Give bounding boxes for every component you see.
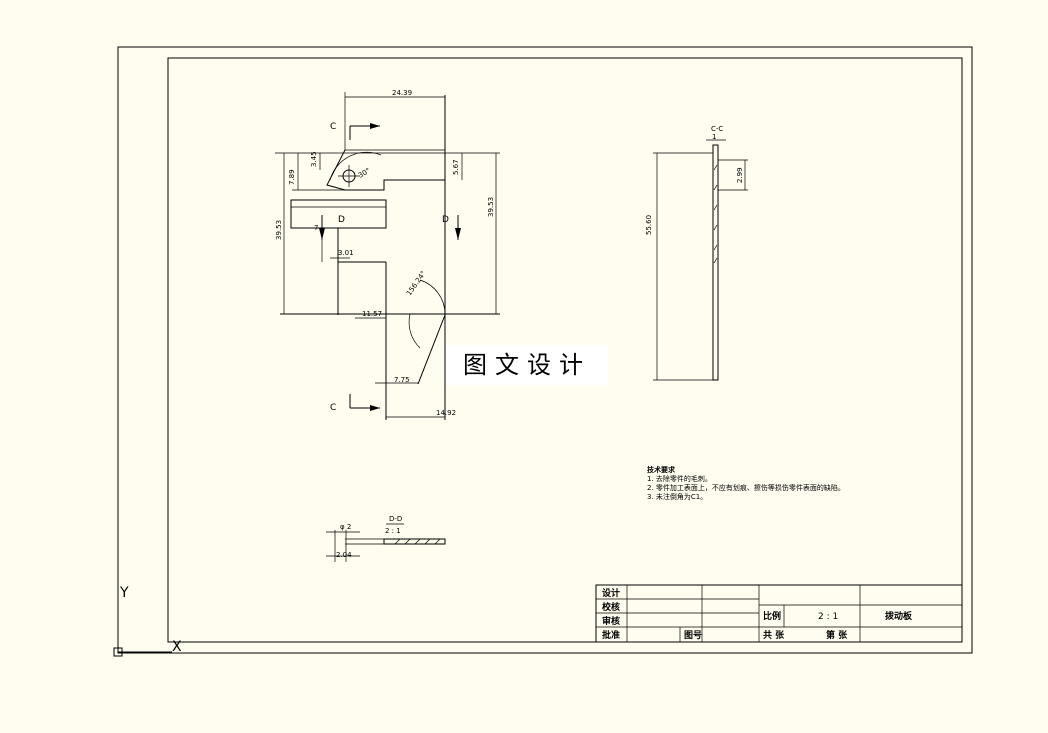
tech-notes: 技术要求 1. 去除零件的毛刺。 2. 零件加工表面上，不应有划痕、擦伤等损伤零…: [647, 465, 845, 501]
main-view[interactable]: C C D D 24.39 3.45 7.89 30° 5.67 39.53 3…: [275, 89, 500, 420]
section-c-top-label: C: [330, 122, 336, 132]
dim-156-24: 156.24°: [405, 270, 428, 298]
dim-1: 1: [712, 133, 716, 141]
dim-7-75: 7.75: [394, 376, 410, 384]
section-c-c-view[interactable]: C-C 55.60 2.99 1: [645, 125, 748, 381]
dim-2-04: 2.04: [336, 551, 352, 559]
dim-39-53-right: 39.53: [487, 197, 495, 217]
dim-7-89: 7.89: [288, 169, 296, 185]
dd-scale: 2 : 1: [385, 527, 401, 535]
dim-3-01: 3.01: [338, 249, 354, 257]
dim-11-57: 11.57: [362, 310, 382, 318]
tech-notes-line1: 1. 去除零件的毛刺。: [647, 474, 712, 483]
tb-design-label: 设计: [602, 587, 620, 599]
dim-phi-2: φ 2: [340, 523, 351, 531]
section-d-left-label: D: [338, 215, 345, 225]
tb-page-label: 第 张: [826, 629, 848, 641]
dd-title: D-D: [389, 515, 402, 523]
dim-7: 7: [314, 224, 318, 232]
dim-14-92: 14.92: [436, 409, 456, 417]
dim-2-99: 2.99: [736, 167, 744, 183]
tb-scale-value: 2 : 1: [818, 612, 838, 622]
ucs-x-label: X: [172, 639, 182, 655]
cc-title: C-C: [711, 125, 723, 133]
dim-30deg: 30°: [357, 167, 372, 180]
tech-notes-title: 技术要求: [647, 465, 676, 474]
dim-55-60: 55.60: [645, 215, 653, 235]
title-block[interactable]: 设计 校核 审核 批准 图号 比例 2 : 1 拨动板 共 张 第 张: [595, 584, 963, 643]
watermark-box: [446, 345, 608, 385]
tb-scale-label: 比例: [763, 610, 781, 622]
watermark-text: 图文设计: [463, 351, 591, 379]
tb-approve-label: 批准: [602, 629, 620, 641]
section-d-d-view[interactable]: D-D 2 : 1 φ 2 2.04: [326, 515, 446, 562]
tb-review-label: 审核: [602, 615, 620, 627]
tech-notes-line2: 2. 零件加工表面上，不应有划痕、擦伤等损伤零件表面的缺陷。: [647, 483, 845, 492]
tb-drawing-no-label: 图号: [684, 630, 702, 641]
dim-24-39: 24.39: [392, 89, 412, 97]
tech-notes-line3: 3. 未注倒角为C1。: [647, 492, 707, 501]
section-d-right-label: D: [442, 215, 449, 225]
ucs-y-label: Y: [119, 585, 129, 601]
ucs-icon: Y X: [113, 585, 182, 657]
dim-5-67: 5.67: [452, 159, 460, 175]
outer-frame: [117, 46, 973, 654]
dim-39-53-left: 39.53: [275, 220, 283, 240]
tb-part-name: 拨动板: [885, 610, 913, 622]
dim-3-45: 3.45: [310, 151, 318, 167]
inner-frame: [167, 57, 963, 643]
tb-check-label: 校核: [602, 601, 620, 613]
tb-sheet-label: 共 张: [763, 629, 785, 641]
section-c-bottom-label: C: [330, 403, 336, 413]
